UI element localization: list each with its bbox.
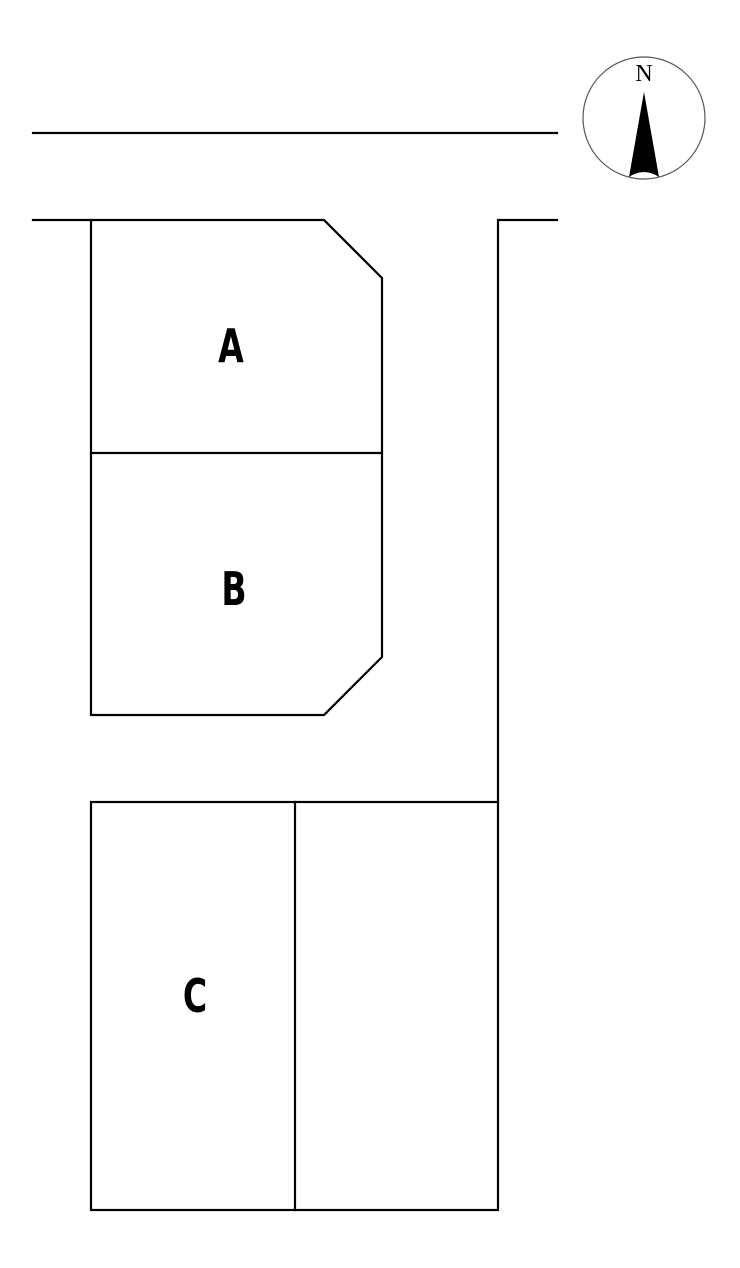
compass-icon xyxy=(582,56,706,180)
lot-a-label: A xyxy=(218,319,244,373)
lot-ab-boundary xyxy=(89,218,384,717)
lot-c-label: C xyxy=(182,969,208,1023)
right-boundary xyxy=(496,218,559,804)
lot-b-label: B xyxy=(221,562,247,616)
compass-north-label: N xyxy=(635,61,653,87)
north-arrow-icon xyxy=(629,92,659,177)
